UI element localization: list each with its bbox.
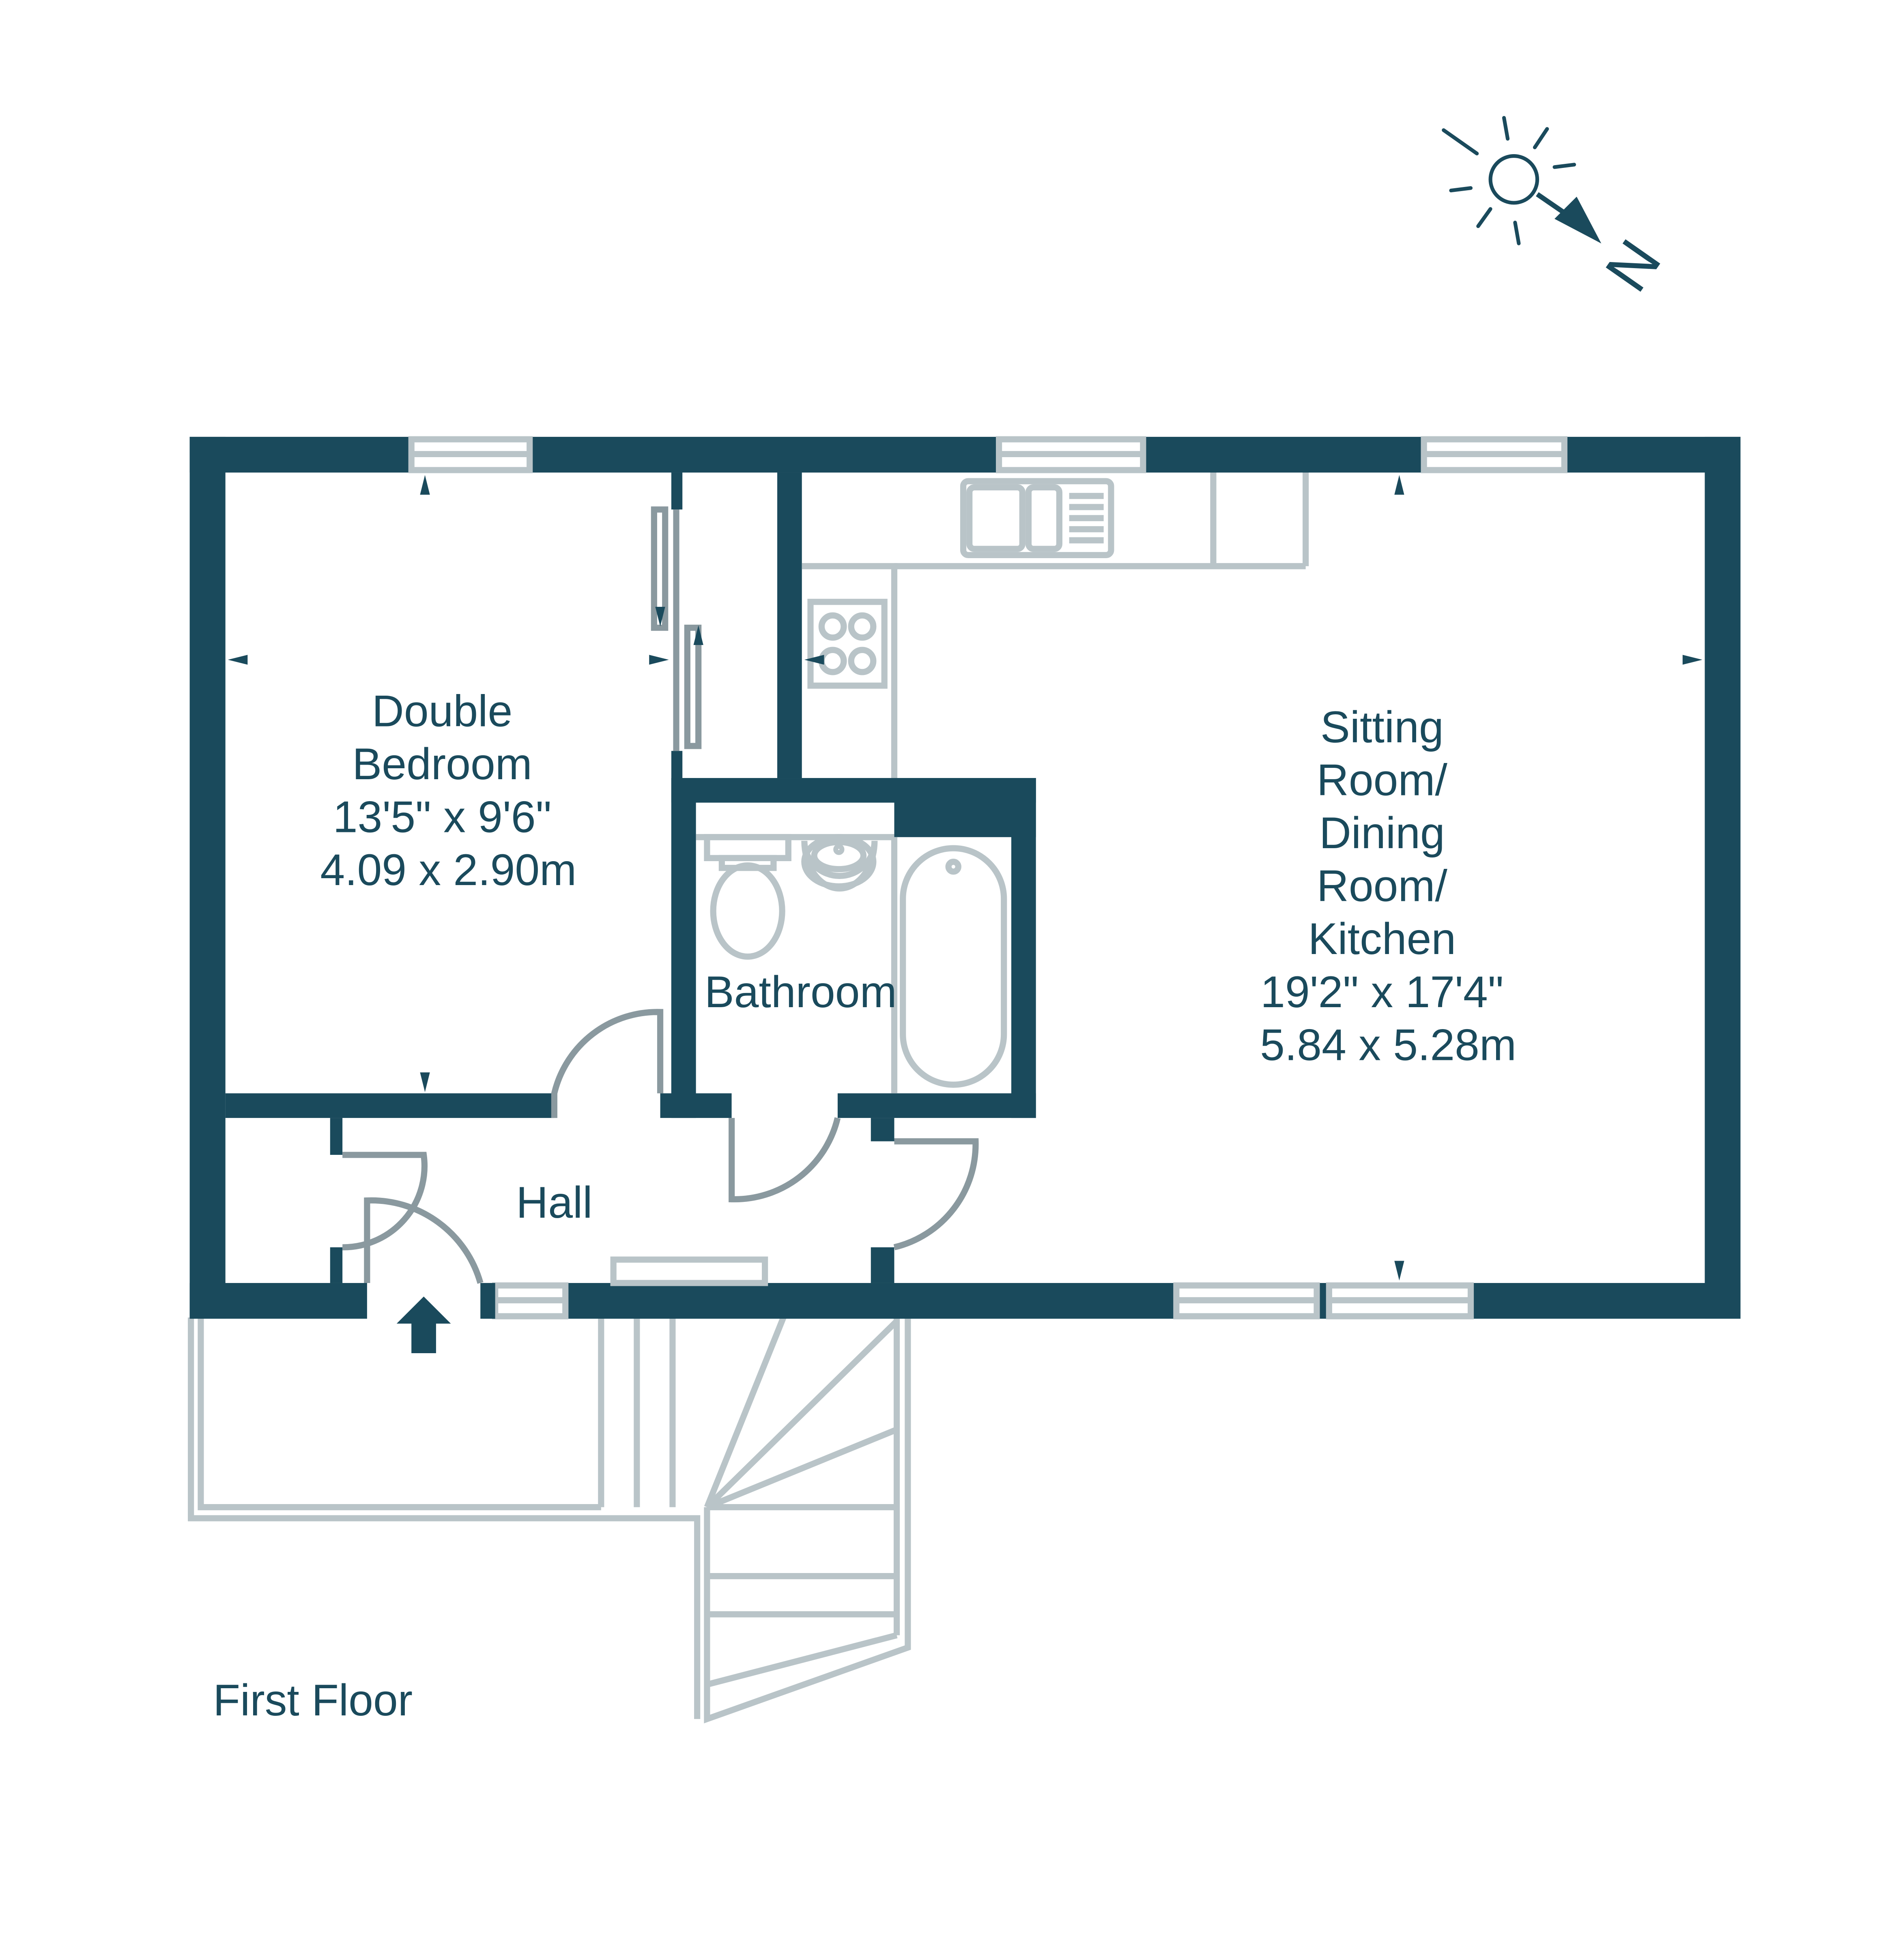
sitting-room-label-line: 5.84 x 5.28m xyxy=(1260,1020,1516,1070)
bedroom-label-line: 4.09 x 2.90m xyxy=(320,845,576,895)
sitting-room-label-line: Room/ xyxy=(1317,862,1448,911)
bedroom-label-line: 13'5" x 9'6" xyxy=(333,793,552,842)
kitchen-fixtures xyxy=(802,472,1309,778)
sink-icon xyxy=(960,478,1114,559)
floor-label: First Floor xyxy=(213,1676,413,1725)
compass: N xyxy=(1442,116,1674,304)
north-arrow-icon xyxy=(1536,192,1602,244)
hall-label: Hall xyxy=(516,1178,592,1227)
windows xyxy=(367,436,1567,1320)
bath-icon xyxy=(900,845,1007,1088)
bedroom-label: Double Bedroom 13'5" x 9'6" 4.09 x 2.90m xyxy=(320,686,576,895)
basin-icon xyxy=(801,834,878,892)
sun-icon xyxy=(1442,116,1576,245)
sitting-room-label-line: Kitchen xyxy=(1308,914,1456,964)
radiator xyxy=(610,1256,768,1286)
sitting-room-label-line: 19'2" x 17'4" xyxy=(1260,967,1503,1017)
doors xyxy=(329,506,979,1284)
bedroom-label-line: Double xyxy=(372,686,512,736)
north-label: N xyxy=(1592,228,1674,304)
sitting-room-label-line: Room/ xyxy=(1317,756,1448,805)
bedroom-label-line: Bedroom xyxy=(352,739,532,789)
balcony xyxy=(188,1317,701,1719)
bathroom-label-line: Bathroom xyxy=(705,967,897,1017)
sitting-room-label-line: Sitting xyxy=(1320,703,1444,752)
staircase xyxy=(704,1316,911,1724)
bathroom-fixtures xyxy=(696,834,1007,1094)
sitting-room-label-line: Dining xyxy=(1319,808,1445,858)
sitting-room-label: Sitting Room/ Dining Room/ Kitchen 19'2"… xyxy=(1260,703,1516,1070)
toilet-icon xyxy=(704,834,791,960)
entrance-arrow-icon xyxy=(396,1296,451,1354)
hall-label-line: Hall xyxy=(516,1178,592,1227)
bathroom-label: Bathroom xyxy=(705,967,897,1017)
hob-icon xyxy=(807,599,888,689)
dimension-markers xyxy=(228,475,1703,1281)
